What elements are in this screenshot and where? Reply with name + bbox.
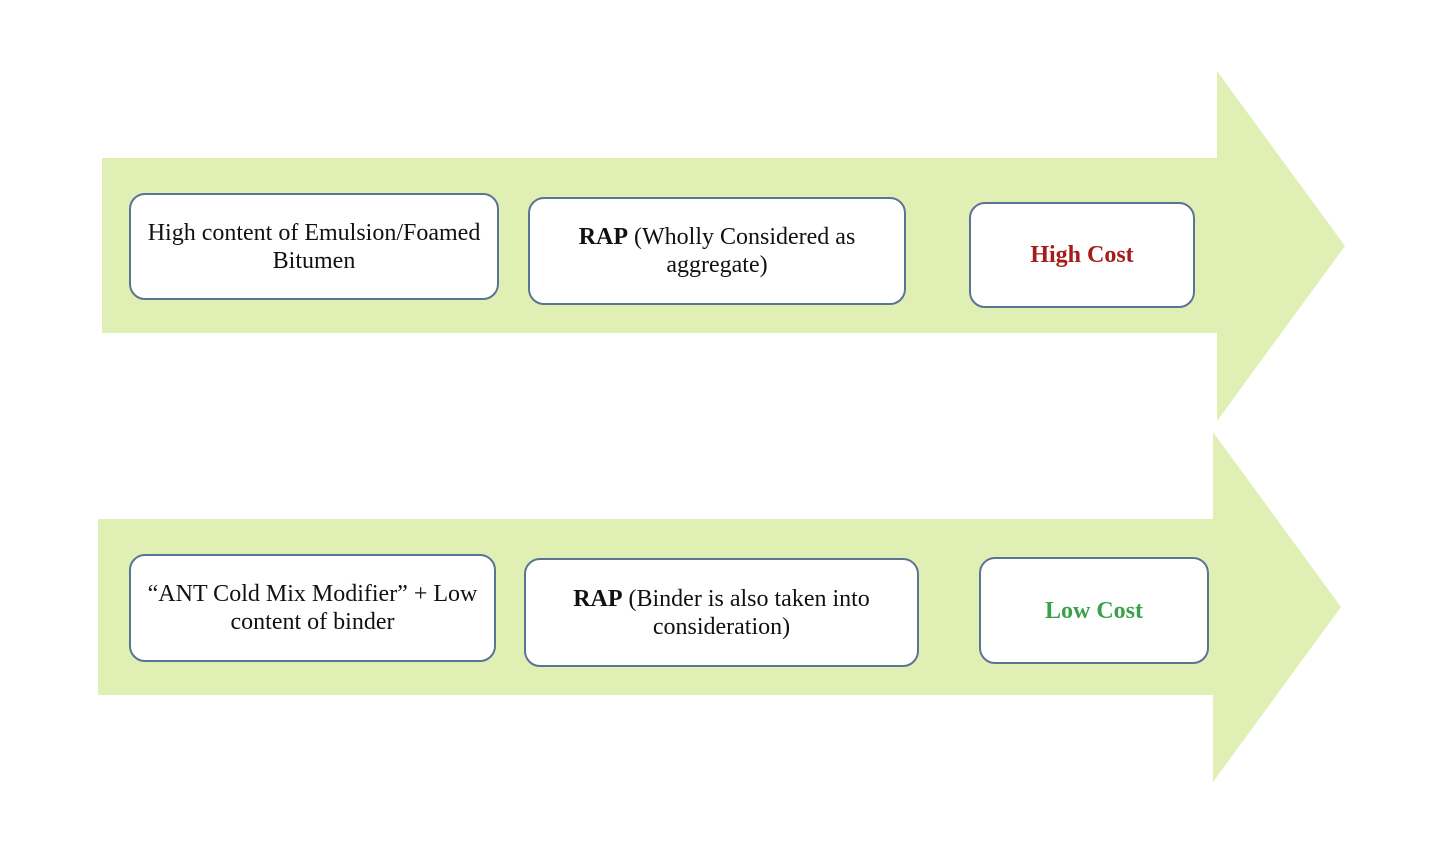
low-cost-box: Low Cost <box>979 557 1209 664</box>
ant-modifier-box: “ANT Cold Mix Modifier” + Low content of… <box>129 554 496 662</box>
high-binder-content-box: High content of Emulsion/Foamed Bitumen <box>129 193 499 300</box>
rap-binder-description: (Binder is also taken into consideration… <box>622 585 870 640</box>
low-cost-label: Low Cost <box>1044 597 1143 624</box>
rap-label: RAP <box>578 224 629 250</box>
rap-binder-box: RAP (Binder is also taken into considera… <box>524 558 919 667</box>
ant-modifier-text: “ANT Cold Mix Modifier” + Low content of… <box>147 581 478 635</box>
rap-aggregate-box: RAP (Wholly Considered as aggregate) <box>528 197 906 305</box>
high-cost-label: High Cost <box>1030 242 1134 268</box>
rap-aggregate-text: RAP (Wholly Considered as aggregate) <box>534 223 900 279</box>
rap-label: RAP <box>573 585 623 612</box>
rap-binder-text: RAP (Binder is also taken into considera… <box>530 585 913 641</box>
high-binder-content-text: High content of Emulsion/Foamed Bitumen <box>147 219 481 274</box>
high-cost-box: High Cost <box>969 202 1195 308</box>
rap-aggregate-description: (Wholly Considered as aggregate) <box>628 224 856 278</box>
